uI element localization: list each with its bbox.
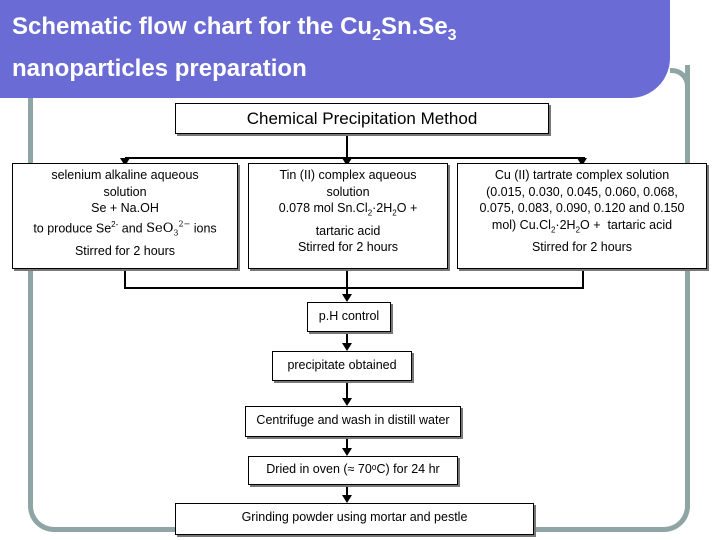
selenium-line: Stirred for 2 hours — [74, 243, 176, 258]
copper-line: Stirred for 2 hours — [531, 240, 633, 255]
subscript: 2 — [575, 225, 581, 235]
title-subscript: 3 — [447, 26, 457, 44]
tin-line: tartaric acid — [315, 223, 381, 238]
connector — [346, 287, 348, 294]
centrifuge-box: Centrifuge and wash in distill water — [245, 406, 461, 437]
title-text: Sn.Se — [380, 13, 448, 40]
connector — [346, 436, 348, 448]
subscript: 2 — [550, 225, 556, 235]
arrow-head — [577, 158, 587, 166]
connector — [346, 483, 348, 495]
formula-subscript: 3 — [173, 229, 179, 239]
copper-line: mol) Cu.Cl2·2H2O + tartaric acid — [458, 217, 706, 239]
precipitate-label: precipitate obtained — [287, 358, 397, 372]
tin-text: O + — [396, 201, 418, 216]
selenium-text: and — [118, 221, 147, 236]
tin-line: 0.078 mol Sn.Cl2·2H2O + — [249, 200, 447, 222]
copper-text: mol) Cu.Cl — [491, 218, 551, 233]
drying-box: Dried in oven (≈ 70ᵒC) for 24 hr — [248, 456, 458, 485]
arrow-head — [342, 294, 352, 302]
copper-line: 0.075, 0.083, 0.090, 0.120 and 0.150 — [479, 201, 685, 216]
selenium-line: solution — [103, 184, 147, 199]
connector — [346, 331, 348, 343]
arrow-head — [120, 158, 130, 166]
selenium-line: to produce Se2- and SeO32− ions — [13, 217, 237, 243]
tin-text: 0.078 mol Sn.Cl — [278, 201, 368, 216]
slide-title: Schematic flow chart for the Cu2Sn.Se3 n… — [12, 10, 457, 85]
tin-line: Stirred for 2 hours — [297, 240, 399, 255]
selenite-formula: SeO32− — [146, 220, 191, 239]
arrow-head — [342, 158, 352, 166]
copper-solution-box: Cu (II) tartrate complex solution (0.015… — [457, 163, 707, 269]
selenium-text: ions — [190, 221, 217, 236]
copper-line: Cu (II) tartrate complex solution — [494, 168, 670, 182]
grinding-label: Grinding powder using mortar and pestle — [241, 510, 468, 524]
superscript: 2- — [111, 220, 119, 230]
title-banner: Schematic flow chart for the Cu2Sn.Se3 n… — [0, 0, 670, 98]
selenium-line: selenium alkaline aqueous — [51, 168, 199, 182]
copper-text: O + tartaric acid — [580, 218, 673, 233]
drying-label: Dried in oven (≈ 70ᵒC) for 24 hr — [266, 462, 440, 476]
formula-base: SeO — [146, 221, 174, 237]
method-label: Chemical Precipitation Method — [246, 109, 478, 128]
ph-control-box: p.H control — [307, 302, 391, 332]
arrow-head — [342, 495, 352, 503]
selenium-text: to produce Se — [33, 221, 112, 236]
arrow-head — [342, 398, 352, 406]
tin-line: solution — [326, 184, 370, 199]
copper-line: (0.015, 0.030, 0.045, 0.060, 0.068, — [486, 184, 678, 199]
connector — [124, 270, 126, 288]
slide-frame-corner — [670, 68, 690, 133]
arrow-head — [342, 448, 352, 456]
connector — [346, 270, 348, 288]
tin-line: Tin (II) complex aqueous — [279, 168, 417, 182]
subscript: 2 — [367, 208, 373, 218]
grinding-box: Grinding powder using mortar and pestle — [175, 503, 534, 535]
tin-solution-box: Tin (II) complex aqueous solution 0.078 … — [248, 163, 448, 269]
title-text: Schematic flow chart for the Cu — [12, 13, 373, 40]
connector — [582, 270, 584, 288]
copper-text: ·2H — [555, 218, 576, 233]
subscript: 2 — [392, 208, 397, 218]
connector — [125, 157, 585, 159]
formula-superscript: 2− — [178, 220, 191, 230]
title-subscript: 2 — [372, 26, 381, 44]
tin-text: ·2H — [372, 201, 393, 216]
selenium-solution-box: selenium alkaline aqueous solution Se + … — [12, 163, 238, 269]
title-text-line2: nanoparticles preparation — [12, 54, 307, 82]
precipitate-box: precipitate obtained — [272, 351, 412, 381]
connector — [346, 380, 348, 398]
method-box: Chemical Precipitation Method — [175, 103, 549, 134]
selenium-line: Se + Na.OH — [91, 201, 159, 216]
ph-control-label: p.H control — [318, 309, 380, 323]
connector — [124, 287, 584, 289]
connector — [346, 132, 348, 158]
arrow-head — [342, 343, 352, 351]
centrifuge-label: Centrifuge and wash in distill water — [256, 413, 450, 427]
